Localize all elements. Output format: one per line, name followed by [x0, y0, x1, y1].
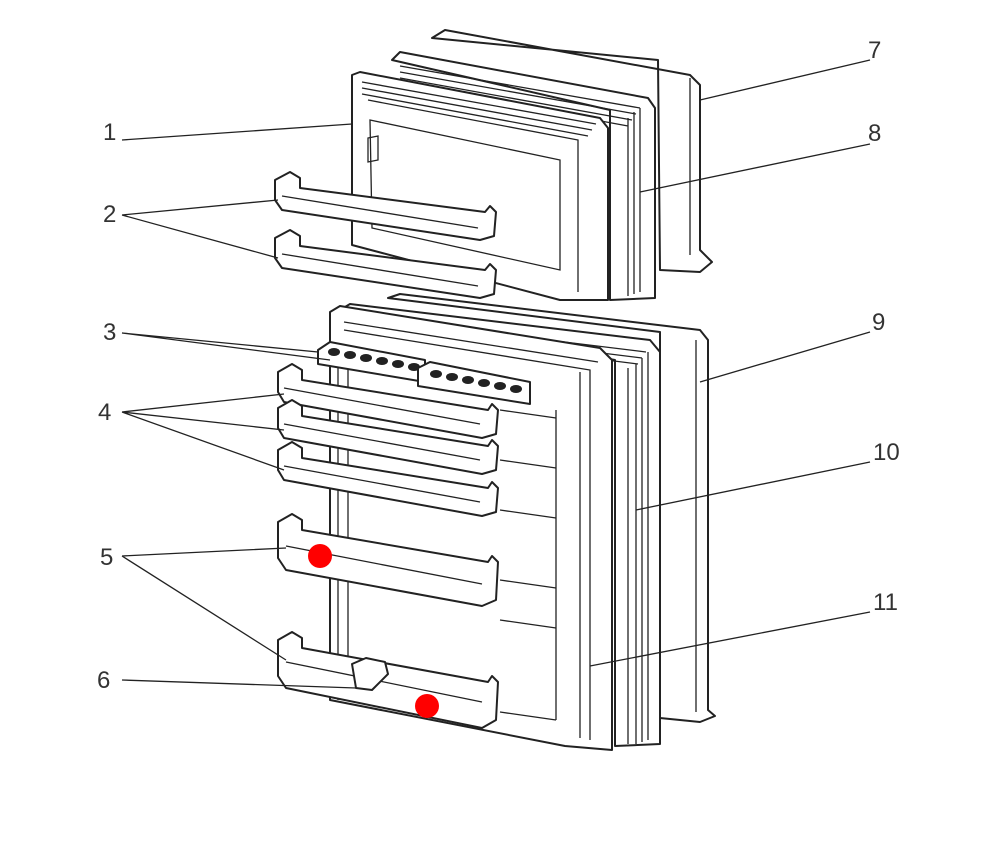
freezer-outer-panel [431, 29, 713, 273]
egg-cup [360, 354, 372, 362]
freezer-shelf-lower [274, 229, 497, 299]
label-8: 8 [868, 120, 881, 147]
label-4: 4 [98, 399, 111, 426]
label-9: 9 [872, 309, 885, 336]
label-7: 7 [868, 37, 881, 64]
red-marker-upper [308, 544, 332, 568]
label-10: 10 [873, 439, 900, 466]
egg-cup [462, 376, 474, 384]
egg-cup [446, 373, 458, 381]
label-2: 2 [103, 201, 116, 228]
egg-cup [376, 357, 388, 365]
label-1: 1 [103, 119, 116, 146]
egg-cup [392, 360, 404, 368]
egg-cup [328, 348, 340, 356]
label-6: 6 [97, 667, 110, 694]
egg-tray-left [317, 341, 426, 383]
egg-cup [478, 379, 490, 387]
freezer-inner-liner [351, 71, 609, 301]
egg-cup [344, 351, 356, 359]
red-marker-lower [415, 694, 439, 718]
door-shelf-2 [277, 399, 499, 475]
egg-cup [510, 385, 522, 393]
egg-cup [430, 370, 442, 378]
freezer-shelf-upper [274, 171, 497, 241]
label-3: 3 [103, 319, 116, 346]
door-shelf-1 [277, 363, 499, 439]
egg-cup [494, 382, 506, 390]
label-11: 11 [873, 589, 898, 616]
door-shelf-3 [277, 441, 499, 517]
egg-tray-right [417, 361, 531, 405]
label-5: 5 [100, 544, 113, 571]
leader-lines [121, 59, 871, 689]
